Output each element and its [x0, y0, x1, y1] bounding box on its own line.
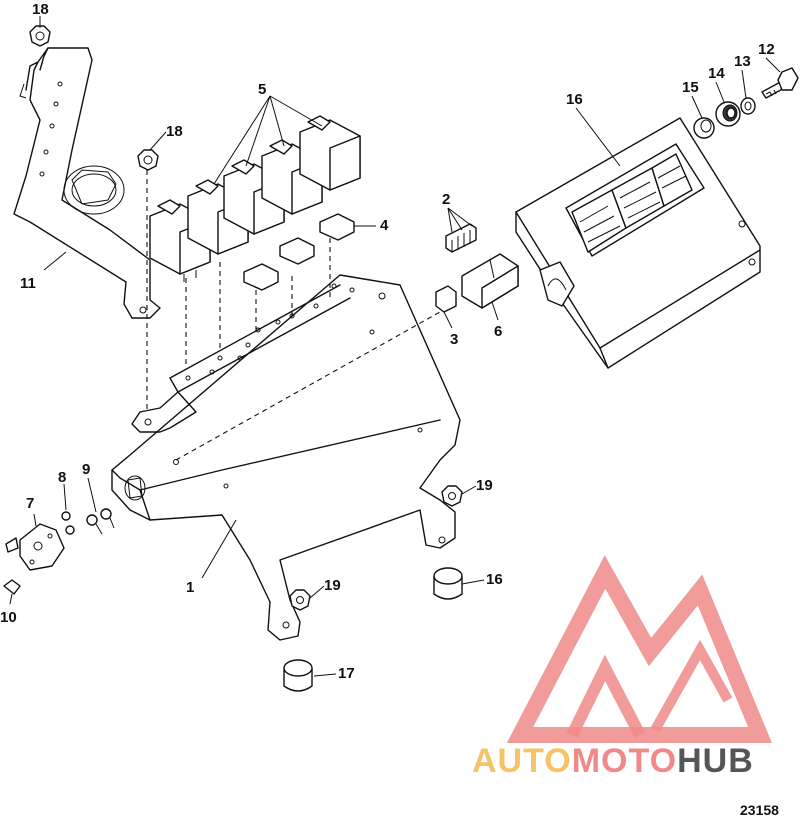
- part-16-spacer-right: [433, 567, 463, 600]
- part-15-spacer: [693, 117, 715, 139]
- part-12-bolt: [761, 67, 799, 99]
- part-5-relays: [149, 115, 361, 282]
- callout-19-bottom: 19: [324, 577, 341, 594]
- callout-17: 16: [566, 91, 583, 108]
- part-17-ecm: [515, 117, 761, 369]
- part-10-screw: [3, 579, 21, 595]
- callout-18-top: 18: [32, 1, 49, 18]
- callout-4: 4: [380, 217, 389, 234]
- part-18-nut-top: [29, 25, 51, 47]
- watermark-text-auto: AUTO: [472, 742, 572, 780]
- callout-3: 3: [450, 331, 458, 348]
- callout-5: 5: [258, 81, 266, 98]
- part-13-washer: [740, 97, 756, 115]
- callout-15: 15: [682, 79, 699, 96]
- part-7-terminal-block: [19, 523, 65, 571]
- figure-number: 23158: [740, 802, 779, 818]
- callout-6: 6: [494, 323, 502, 340]
- callout-7: 7: [26, 495, 34, 512]
- callout-9: 9: [82, 461, 90, 478]
- callout-labels: 18 18 5 4 2 3 6 16 15 14 13 12 11 1 19 1…: [0, 1, 779, 818]
- part-16-spacer-bottom: [283, 659, 313, 692]
- callout-11: 11: [20, 275, 36, 292]
- part-3-plug: [435, 285, 457, 313]
- callout-18-middle: 18: [166, 123, 183, 140]
- callout-14: 14: [708, 65, 725, 82]
- callout-2: 2: [442, 191, 450, 208]
- callout-16-right: 16: [486, 571, 503, 588]
- part-11-bracket: [13, 47, 161, 319]
- callout-19-right: 19: [476, 477, 493, 494]
- callout-13: 13: [734, 53, 751, 70]
- callout-8: 8: [58, 469, 66, 486]
- watermark-logo: AUTOMOTOHUB: [472, 555, 772, 780]
- part-10-screw-upper: [5, 537, 19, 553]
- part-6-connector: [461, 253, 519, 309]
- watermark-text-hub: HUB: [677, 742, 754, 780]
- watermark-text-moto: MOTO: [572, 742, 677, 780]
- part-1-mounting-plate: [111, 274, 461, 641]
- part-9-ring-terminals: [86, 508, 115, 535]
- part-8-nuts: [61, 511, 75, 535]
- part-4-relay-clips: [243, 213, 355, 291]
- leader-lines: [9, 16, 781, 677]
- callout-16-bottom: 17: [338, 665, 355, 682]
- callout-10: 10: [0, 609, 17, 626]
- callout-12: 12: [758, 41, 775, 58]
- assembly-dashed-lines: [146, 170, 441, 461]
- callout-1: 1: [186, 579, 194, 596]
- svg-text:AUTOMOTOHUB: AUTOMOTOHUB: [472, 742, 754, 780]
- part-19-nut-right: [441, 485, 463, 507]
- part-18-nut-middle: [137, 149, 159, 171]
- part-19-nut-bottom: [289, 589, 311, 611]
- part-14-grommet: [715, 101, 741, 127]
